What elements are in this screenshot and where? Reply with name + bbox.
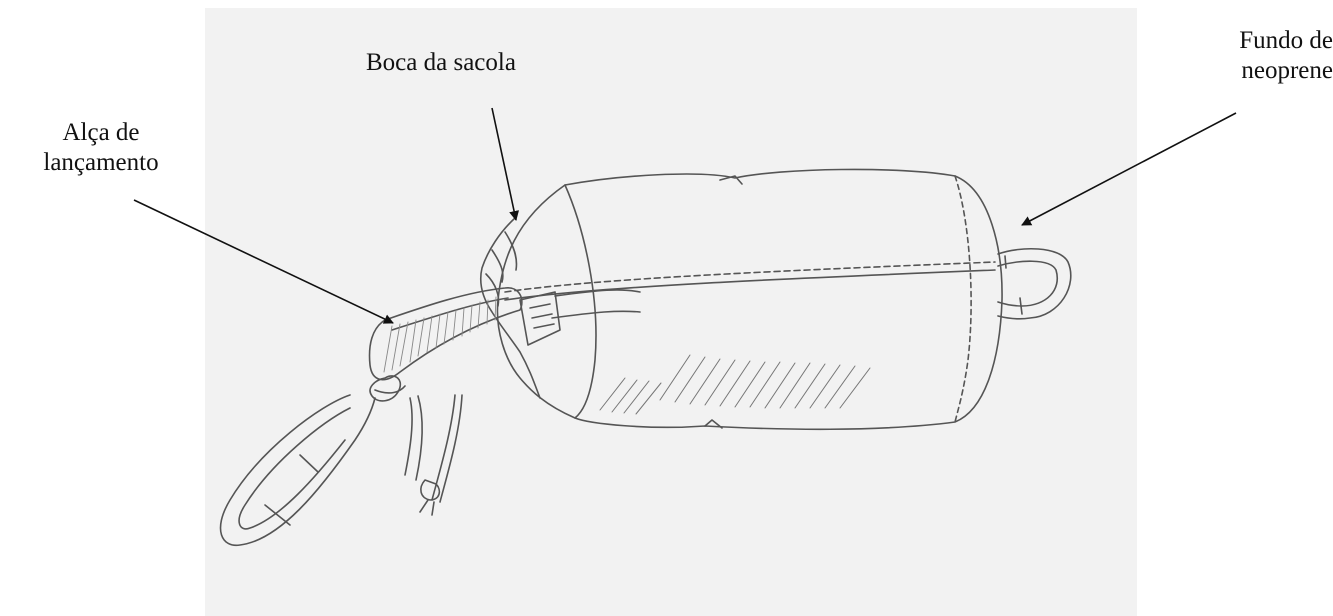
- label-throw-handle-line1: Alça de: [22, 118, 180, 148]
- label-bag-mouth: Boca da sacola: [366, 48, 516, 78]
- label-neoprene-bottom-line2: neoprene: [1185, 56, 1333, 86]
- illustration-panel: [205, 8, 1137, 616]
- label-throw-handle-line2: lançamento: [22, 148, 180, 178]
- label-bag-mouth-text: Boca da sacola: [366, 48, 516, 78]
- label-neoprene-bottom-line1: Fundo de: [1185, 26, 1333, 56]
- label-neoprene-bottom: Fundo de neoprene: [1185, 26, 1333, 86]
- label-throw-handle: Alça de lançamento: [22, 118, 180, 178]
